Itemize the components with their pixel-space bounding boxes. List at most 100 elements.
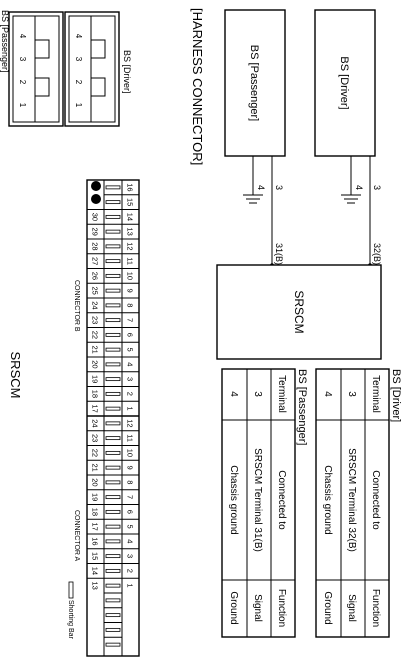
connector-a-pin-11: 11 — [126, 434, 135, 442]
table-cell: Chassis ground — [228, 465, 239, 534]
srscm-connector-cells: 1615141312111098765432130292827262524232… — [87, 183, 139, 647]
shorting-bar — [105, 583, 121, 588]
connector-b-pin-6: 6 — [126, 333, 135, 337]
connector-a-pin-2: 2 — [126, 569, 135, 573]
driver-sensor-box — [314, 9, 376, 157]
connector-b-pin-27: 27 — [91, 257, 100, 265]
connector-a-pin-19: 19 — [91, 493, 100, 501]
connector-b-pin-26: 26 — [91, 272, 100, 280]
connector-a-pin-20: 20 — [91, 478, 100, 486]
passenger-table: Terminal Connected to Function 3 SRSCM T… — [221, 368, 296, 638]
connector-b-pin-14: 14 — [126, 213, 135, 221]
connector-b-pin-19: 19 — [91, 375, 100, 383]
diagram-rotated-layer: [HARNESS CONNECTOR] 4 3 2 1 BS [Driver] … — [0, 8, 402, 657]
connector-b-pin-18: 18 — [91, 390, 100, 398]
shorting-bar — [105, 332, 121, 337]
passenger-sensor-box-label: BS [Passenger] — [248, 45, 260, 121]
connector-a-pin-16: 16 — [91, 537, 100, 545]
srscm-connector: 1615141312111098765432130292827262524232… — [8, 179, 140, 657]
connector-b-pin-3: 3 — [126, 377, 135, 381]
shorting-bar — [105, 642, 121, 647]
connector-b-pin-22: 22 — [91, 331, 100, 339]
passenger-ground-symbol — [243, 194, 263, 204]
shorting-bar-label: Shorting Bar — [67, 600, 74, 640]
shorting-bar — [105, 465, 121, 470]
table-header: Connected to — [370, 470, 381, 530]
connector-a-pin-12: 12 — [126, 419, 135, 427]
table-cell: Ground — [228, 591, 239, 624]
connector-a-pin-8: 8 — [126, 480, 135, 484]
connector-a-pin-5: 5 — [126, 525, 135, 529]
connector-b-pin-12: 12 — [126, 242, 135, 250]
driver-table: Terminal Connected to Function 3 SRSCM T… — [315, 368, 390, 638]
connector-b-pin-21: 21 — [91, 345, 100, 353]
table-cell: 4 — [228, 391, 239, 397]
connector-a-pin-4: 4 — [126, 539, 135, 543]
table-header: Terminal — [276, 375, 287, 413]
shorting-bar — [105, 347, 121, 352]
connector-a-pin-23: 23 — [91, 434, 100, 442]
connector-locating-dot — [91, 194, 101, 204]
shorting-bar — [105, 421, 121, 426]
passenger-pin-label: 4 — [18, 34, 27, 39]
connector-b-label: CONNECTOR B — [73, 280, 80, 332]
shorting-bar — [105, 568, 121, 573]
connector-a-pin-14: 14 — [91, 567, 100, 575]
connector-locating-dot — [91, 181, 101, 191]
harness-title: [HARNESS CONNECTOR] — [190, 8, 205, 165]
driver-pin-label: 2 — [74, 80, 83, 85]
shorting-bar — [105, 436, 121, 441]
connector-b-pin-29: 29 — [91, 227, 100, 235]
passenger-pin-label: 1 — [18, 103, 27, 108]
driver-pin-label: 3 — [74, 57, 83, 62]
table-cell: SRSCM Terminal 31(B) — [252, 448, 263, 552]
driver-sensor-box-label: BS [Driver] — [338, 56, 350, 109]
connector-a-pin-7: 7 — [126, 495, 135, 499]
driver-connector-body — [64, 11, 120, 127]
shorting-bar — [105, 318, 121, 323]
passenger-connector-body — [8, 11, 64, 127]
connector-a-pin-6: 6 — [126, 510, 135, 514]
passenger-pin-label: 3 — [18, 57, 27, 62]
shorting-bar — [105, 539, 121, 544]
connector-a-pin-18: 18 — [91, 508, 100, 516]
pin-tables: BS [Driver] Terminal Connected to Functi… — [221, 368, 402, 638]
connector-a-pin-15: 15 — [91, 552, 100, 560]
passenger-sensor-box — [224, 9, 286, 157]
table-cell: Signal — [346, 594, 357, 622]
connector-a-pin-10: 10 — [126, 449, 135, 457]
table-header: Function — [276, 589, 287, 627]
harness-connectors: [HARNESS CONNECTOR] 4 3 2 1 BS [Driver] … — [0, 8, 205, 165]
shorting-bar — [105, 406, 121, 411]
shorting-bar — [105, 259, 121, 264]
connector-a-pin-17: 17 — [91, 522, 100, 530]
shorting-bar — [105, 244, 121, 249]
shorting-bar — [105, 391, 121, 396]
table-header: Connected to — [276, 470, 287, 530]
table-cell: Chassis ground — [322, 465, 333, 534]
table-cell: SRSCM Terminal 32(B) — [346, 448, 357, 552]
connector-b-pin-23: 23 — [91, 316, 100, 324]
driver-ground-pin: 4 — [354, 185, 364, 190]
connector-b-pin-1: 1 — [126, 407, 135, 411]
connector-a-pin-22: 22 — [91, 449, 100, 457]
shorting-bar — [105, 303, 121, 308]
table-header: Function — [370, 589, 381, 627]
passenger-pin-label: 2 — [18, 80, 27, 85]
shorting-bar — [105, 377, 121, 382]
shorting-bar — [105, 598, 121, 603]
connector-a-pin-1: 1 — [126, 584, 135, 588]
shorting-bar — [105, 288, 121, 293]
shorting-bar — [105, 450, 121, 455]
connector-a-pin-21: 21 — [91, 463, 100, 471]
table-cell: Ground — [322, 591, 333, 624]
connector-a-pin-24: 24 — [91, 419, 100, 427]
driver-signal-pin: 3 — [372, 185, 382, 190]
passenger-terminal-label: 31(B) — [274, 243, 284, 265]
connector-b-pin-17: 17 — [91, 404, 100, 412]
shorting-bar — [105, 495, 121, 500]
connector-b-pin-10: 10 — [126, 272, 135, 280]
connector-b-pin-16: 16 — [126, 183, 135, 191]
passenger-ground-pin: 4 — [256, 185, 266, 190]
